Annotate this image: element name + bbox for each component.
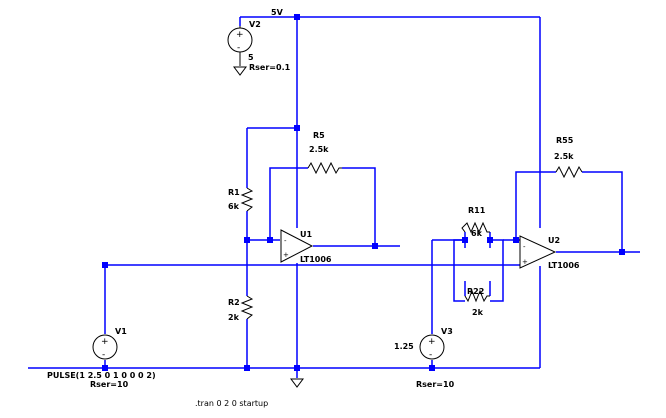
v3-value-label: 1.25 [394, 342, 414, 351]
svg-text:+: + [428, 337, 436, 347]
resistor-icon [555, 165, 583, 179]
u2-name-label: U2 [548, 236, 560, 245]
opamp-u2[interactable]: - + U2 LT1006 [519, 235, 580, 270]
resistor-icon [307, 161, 342, 175]
junctions [102, 14, 625, 371]
u2-inverting-mark: - [523, 243, 526, 251]
voltage-source-icon: + - [227, 26, 253, 66]
u1-name-label: U1 [300, 230, 312, 239]
voltage-source-icon: + - [419, 334, 445, 360]
v1-rser-label: Rser=10 [90, 380, 129, 389]
svg-text:-: - [429, 350, 432, 360]
v2-rser-label: Rser=0.1 [249, 63, 291, 72]
resistor-icon [240, 187, 254, 212]
ground-icon [233, 66, 247, 76]
resistor-icon [464, 289, 490, 303]
v1-value-label: PULSE(1 2.5 0 1 0 0 0 2) [47, 371, 156, 380]
resistor-r5[interactable]: R5 2.5k [307, 131, 342, 175]
r2-name-label: R2 [228, 298, 240, 307]
r5-name-label: R5 [313, 131, 325, 140]
svg-text:-: - [237, 43, 240, 53]
v2-value-label: 5 [248, 53, 254, 62]
opamp-icon [280, 229, 314, 263]
resistor-r2[interactable]: R2 2k [228, 295, 254, 322]
r22-name-label: R22 [467, 287, 484, 296]
opamp-icon [519, 235, 557, 269]
v2-name-label: V2 [249, 20, 261, 29]
v3-rser-label: Rser=10 [416, 380, 455, 389]
u2-noninverting-mark: + [522, 258, 528, 266]
resistor-r22[interactable]: R22 2k [464, 287, 490, 317]
source-v2[interactable]: + - V2 5 Rser=0.1 [227, 20, 291, 76]
r1-value-label: 6k [228, 202, 240, 211]
v3-name-label: V3 [441, 327, 453, 336]
resistor-r55[interactable]: R55 2.5k [554, 136, 583, 179]
wires [28, 16, 640, 378]
source-v1[interactable]: + - V1 PULSE(1 2.5 0 1 0 0 0 2) Rser=10 [47, 327, 156, 389]
r5-value-label: 2.5k [309, 145, 329, 154]
supply-label: 5V [271, 8, 284, 17]
r55-value-label: 2.5k [554, 152, 574, 161]
r2-value-label: 2k [228, 313, 240, 322]
resistor-icon [240, 295, 254, 320]
resistor-r11[interactable]: R11 6k [461, 206, 490, 238]
spice-directive[interactable]: .tran 0 2 0 startup [195, 399, 268, 408]
r1-name-label: R1 [228, 188, 240, 197]
opamp-u1[interactable]: - + U1 LT1006 [280, 229, 332, 264]
resistor-r1[interactable]: R1 6k [228, 187, 254, 212]
u1-model-label: LT1006 [300, 255, 332, 264]
svg-text:+: + [101, 337, 109, 347]
v1-name-label: V1 [115, 327, 127, 336]
r55-name-label: R55 [556, 136, 574, 145]
voltage-source-icon: + - [92, 334, 118, 360]
u1-inverting-mark: - [284, 237, 287, 245]
svg-text:-: - [102, 350, 105, 360]
r22-value-label: 2k [472, 308, 484, 317]
svg-text:+: + [236, 30, 244, 40]
ground-icon [290, 378, 304, 388]
r11-value-label: 6k [471, 229, 483, 238]
u2-model-label: LT1006 [548, 261, 580, 270]
resistor-icon [461, 221, 490, 234]
u1-noninverting-mark: + [283, 251, 289, 259]
r11-name-label: R11 [468, 206, 486, 215]
source-v3[interactable]: + - V3 1.25 Rser=10 [394, 327, 455, 389]
